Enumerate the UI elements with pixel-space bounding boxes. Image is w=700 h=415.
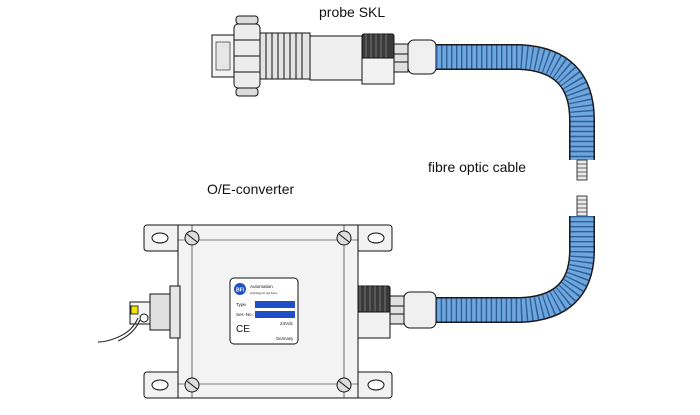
mounting-tab-top-right xyxy=(355,224,393,252)
gland-ferrule xyxy=(403,291,437,329)
cable-label: fibre optic cable xyxy=(428,159,527,175)
nameplate: BFI Automation technology for your futur… xyxy=(229,277,299,345)
nameplate-type-field xyxy=(255,301,295,308)
slotted-screw-icon xyxy=(336,377,352,393)
mounting-tab-top-left xyxy=(143,224,181,252)
nameplate-brand: Automation xyxy=(250,284,273,289)
mounting-tab-bottom-right xyxy=(355,371,393,399)
nameplate-voltage: 24Vdc xyxy=(280,321,294,326)
probe-cylinder xyxy=(309,35,363,81)
probe-ribbed-body xyxy=(259,32,311,80)
converter-label: O/E-converter xyxy=(207,181,295,197)
nameplate-logo: BFI xyxy=(236,288,245,294)
nameplate-serial-field xyxy=(255,311,295,318)
probe-hex-nut xyxy=(233,15,261,97)
nameplate-country: Germany xyxy=(276,336,294,341)
bfi-logo-icon: BFI xyxy=(234,283,246,295)
yellow-connector-marker xyxy=(130,305,139,315)
fibre-end-lower xyxy=(576,195,588,217)
probe-ferrule xyxy=(407,39,437,75)
converter-gland xyxy=(355,285,437,339)
probe-dark-clamp xyxy=(361,33,395,85)
probe-skl xyxy=(211,15,437,97)
slotted-screw-icon xyxy=(184,230,200,246)
nameplate-type-label: Type xyxy=(236,302,246,307)
nameplate-serial-label: Ser.-No.: xyxy=(236,312,254,317)
fibre-end-upper xyxy=(576,159,588,181)
mounting-tab-bottom-left xyxy=(143,371,181,399)
left-connector xyxy=(97,285,181,343)
probe-label: probe SKL xyxy=(319,4,386,20)
probe-small-nut xyxy=(393,43,409,73)
slotted-screw-icon xyxy=(336,230,352,246)
fibre-cable-lower xyxy=(436,195,595,323)
nameplate-tagline: technology for your future xyxy=(250,292,278,295)
gland-small-nut xyxy=(389,295,405,325)
ce-mark-icon: CE xyxy=(236,324,250,335)
fibre-cable-upper xyxy=(436,44,595,181)
oe-converter: BFI Automation technology for your futur… xyxy=(97,224,393,399)
slotted-screw-icon xyxy=(184,377,200,393)
